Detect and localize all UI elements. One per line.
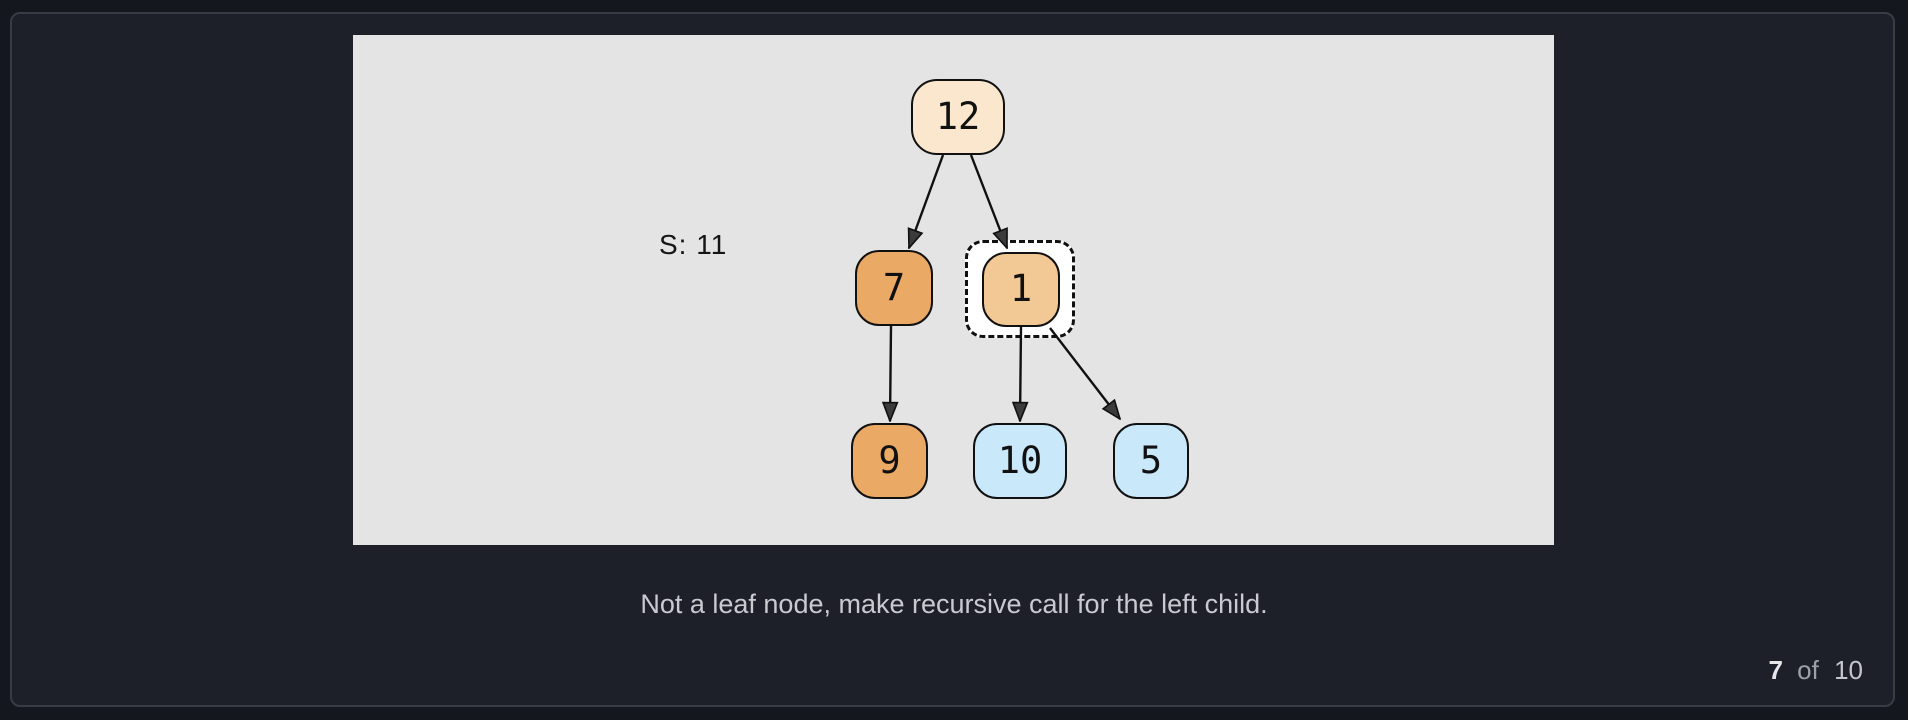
tree-edges xyxy=(353,154,1554,545)
edge-7-9 xyxy=(890,325,891,421)
tree-node-right-right: 5 xyxy=(1113,423,1189,499)
tree-node-right-right-value: 5 xyxy=(1139,438,1163,482)
edge-1-5 xyxy=(1049,327,1120,419)
pagination-total: 10 xyxy=(1834,655,1863,685)
tree-node-right-current: 1 xyxy=(982,252,1060,327)
tree-canvas: S: 11 12 7 1 9 10 xyxy=(353,35,1554,545)
step-caption: Not a leaf node, make recursive call for… xyxy=(640,589,1268,619)
tree-node-left-left: 9 xyxy=(851,423,928,499)
step-pagination: 7 of 10 xyxy=(1768,655,1863,686)
tree-node-left: 7 xyxy=(855,250,933,326)
edge-12-1 xyxy=(969,154,1009,248)
tree-node-right-value: 1 xyxy=(1009,267,1033,310)
tree-node-root-value: 12 xyxy=(935,94,981,138)
running-sum-label: S: 11 xyxy=(659,229,728,260)
pagination-separator: of xyxy=(1797,655,1819,685)
edge-12-7 xyxy=(909,154,945,248)
tree-node-left-left-value: 9 xyxy=(878,438,901,482)
tree-node-right-left-value: 10 xyxy=(997,438,1043,482)
edge-1-10 xyxy=(1020,326,1021,421)
tree-node-left-value: 7 xyxy=(882,265,906,309)
pagination-current: 7 xyxy=(1768,655,1783,685)
tree-node-right-left: 10 xyxy=(973,423,1067,499)
tree-node-root: 12 xyxy=(911,79,1005,155)
